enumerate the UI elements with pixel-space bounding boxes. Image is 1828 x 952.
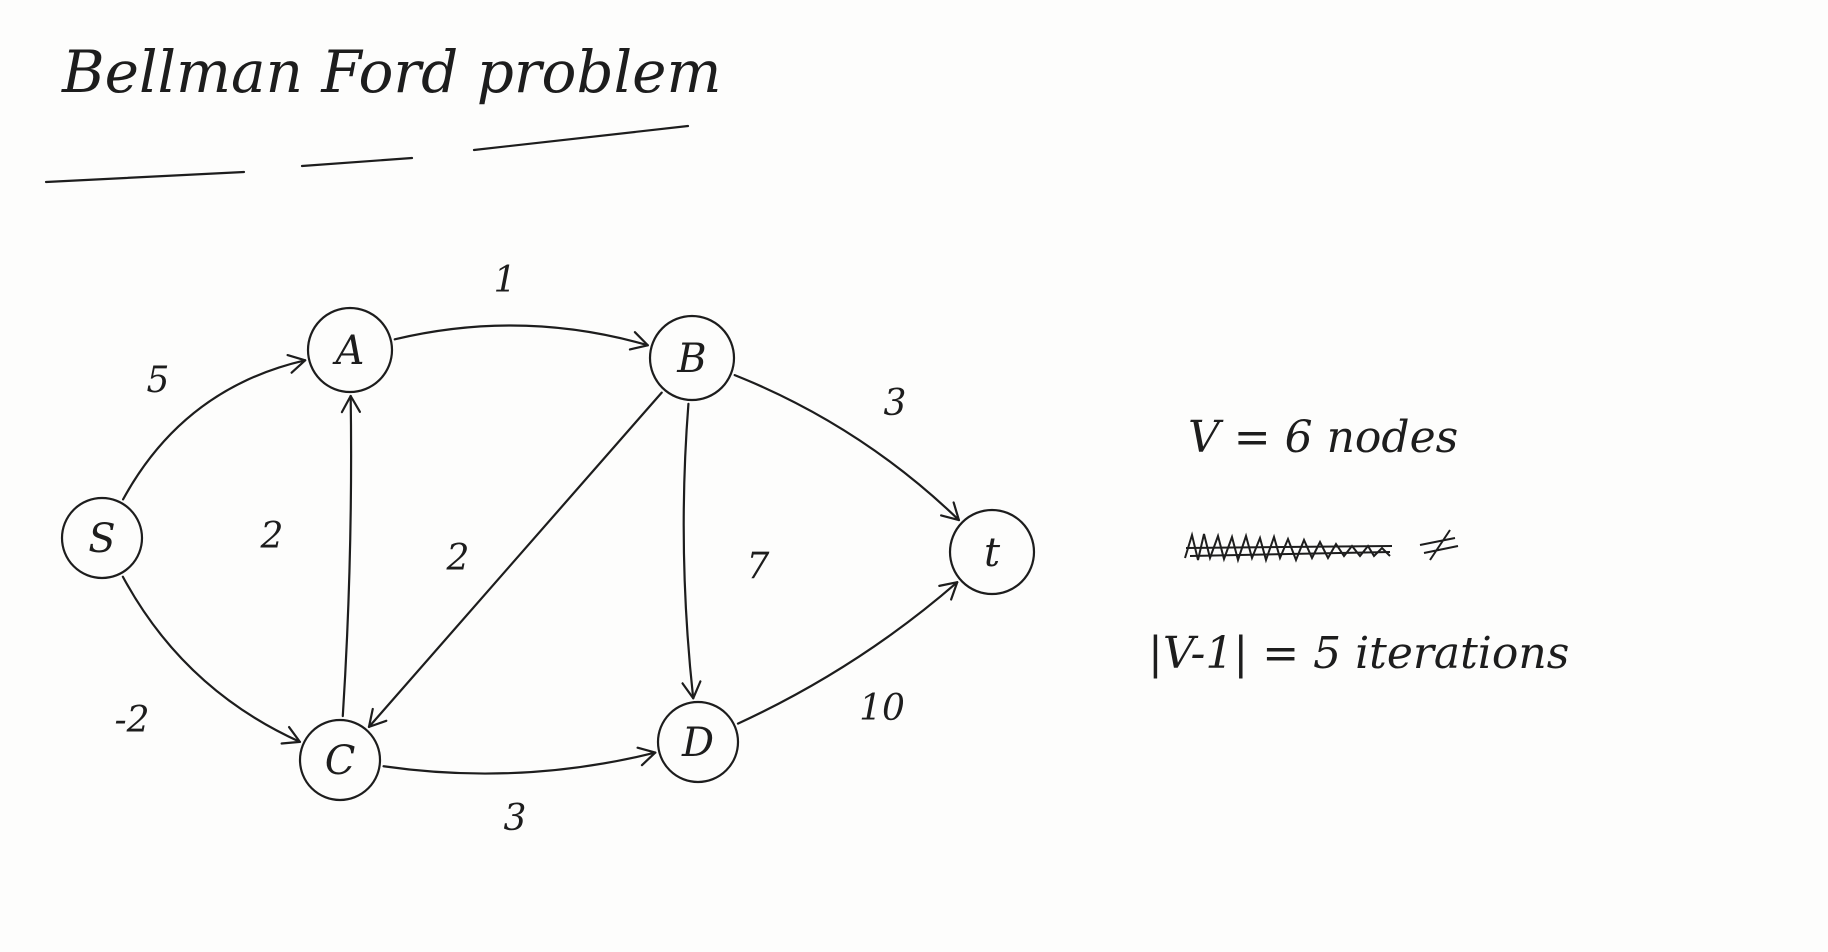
node-label: t (984, 530, 1001, 576)
title-underline (472, 124, 690, 152)
node-s: S (60, 496, 144, 580)
node-d: D (656, 700, 740, 784)
edge-weight-c-a: 2 (260, 516, 284, 557)
edge-weight-s-c: -2 (114, 700, 149, 741)
edge-b-c (367, 391, 663, 728)
nodes-layer: S A B C Dt (60, 306, 1036, 802)
edge-c-d (382, 746, 657, 775)
node-circle (298, 718, 382, 802)
node-circle (948, 508, 1036, 596)
node-label: A (332, 328, 365, 374)
edge-b-t (733, 373, 960, 522)
node-label: D (681, 720, 714, 766)
title-underline (44, 170, 246, 184)
title-underline (300, 156, 414, 168)
edge-weight-d-t: 10 (859, 688, 905, 729)
edge-s-a (121, 354, 307, 501)
vertex-count-note: V = 6 nodes (1188, 412, 1458, 463)
edge-s-c (121, 575, 302, 745)
node-circle (60, 496, 144, 580)
edge-weight-b-t: 3 (884, 383, 907, 424)
node-label: S (88, 516, 115, 562)
node-circle (656, 700, 740, 784)
edge-weight-a-b: 1 (494, 260, 517, 301)
edge-c-a (340, 394, 362, 718)
node-circle (648, 314, 736, 402)
page-title: Bellman Ford problem (61, 38, 721, 106)
node-t: t (948, 508, 1036, 596)
edge-b-d (681, 402, 702, 700)
node-label: C (325, 738, 356, 784)
iterations-note: |V-1| = 5 iterations (1148, 628, 1569, 679)
node-label: B (676, 336, 706, 382)
edge-weight-c-d: 3 (504, 798, 527, 839)
edge-weight-s-a: 5 (147, 360, 170, 401)
node-c: C (298, 718, 382, 802)
edge-weight-b-c: 2 (446, 538, 470, 579)
node-a: A (306, 306, 394, 394)
node-circle (306, 306, 394, 394)
edges-layer: 5 -2 1 2 2 3 7 3 10 (114, 260, 960, 839)
edge-a-b (393, 324, 649, 351)
crossed-out-scribble (1184, 529, 1459, 564)
node-b: B (648, 314, 736, 402)
edge-d-t (736, 581, 959, 725)
edge-weight-b-d: 7 (747, 546, 770, 587)
